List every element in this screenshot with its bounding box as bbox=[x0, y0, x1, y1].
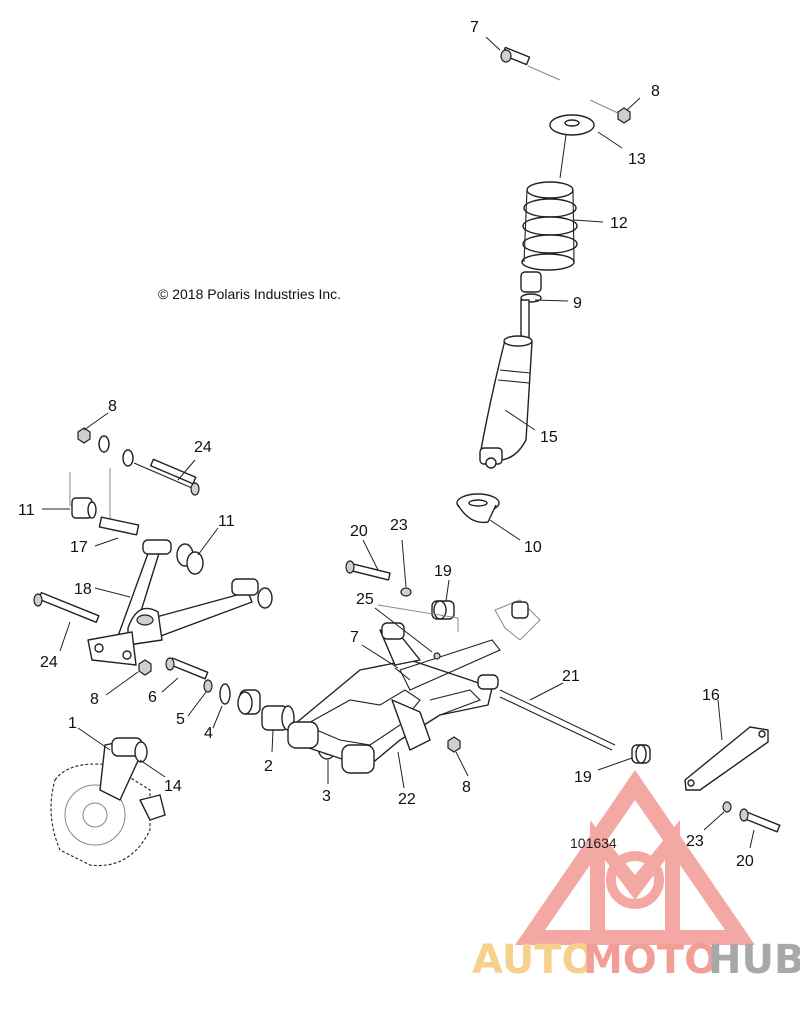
pivot-nut bbox=[203, 679, 213, 693]
grease-fitting bbox=[433, 652, 441, 660]
copyright-notice: © 2018 Polaris Industries Inc. bbox=[158, 286, 341, 302]
upper-arm-nut bbox=[77, 427, 91, 444]
upper-arm-bushing-left bbox=[71, 497, 97, 519]
callout-19-lower: 19 bbox=[574, 769, 592, 786]
callout-8-upper-arm: 8 bbox=[108, 398, 117, 415]
shock-top-bushing bbox=[520, 271, 542, 303]
lower-arm-bolt bbox=[33, 591, 100, 624]
callout-8-lower-arm: 8 bbox=[90, 691, 99, 708]
callout-23-upper: 23 bbox=[390, 517, 408, 534]
frame-bracket bbox=[494, 599, 541, 641]
coil-spring bbox=[521, 181, 578, 271]
trailing-arm-bolt-upper bbox=[345, 560, 391, 581]
callout-20-upper: 20 bbox=[350, 523, 368, 540]
callout-6: 6 bbox=[148, 689, 157, 706]
leader-lines bbox=[42, 36, 755, 849]
callout-20-lower: 20 bbox=[736, 853, 754, 870]
watermark-g-ring bbox=[606, 851, 664, 909]
automotohub-watermark: AUTO MOTO HUB bbox=[472, 770, 800, 983]
callout-4: 4 bbox=[204, 725, 213, 742]
callout-13: 13 bbox=[628, 151, 646, 168]
pivot-washer bbox=[219, 683, 231, 705]
callout-11-right: 11 bbox=[218, 513, 235, 530]
pivot-bolt bbox=[165, 657, 209, 680]
callout-labels: 7 8 13 12 9 15 10 8 24 11 11 17 18 24 8 … bbox=[18, 19, 754, 870]
washer-lower bbox=[722, 801, 732, 813]
callout-8-mid: 8 bbox=[462, 779, 471, 796]
callout-22: 22 bbox=[398, 791, 416, 808]
pivot-bearing bbox=[237, 689, 261, 715]
trailing-arm-nut bbox=[447, 736, 461, 753]
callout-8-top: 8 bbox=[651, 83, 660, 100]
callout-12: 12 bbox=[610, 215, 628, 232]
shield-plate bbox=[684, 726, 769, 791]
callout-3: 3 bbox=[322, 788, 331, 805]
wheel-hub-knuckle bbox=[50, 737, 166, 867]
callout-2: 2 bbox=[264, 758, 273, 775]
watermark-m-shape bbox=[590, 820, 680, 930]
upper-a-arm bbox=[87, 539, 273, 666]
washer-upper bbox=[400, 587, 412, 597]
callout-15: 15 bbox=[540, 429, 558, 446]
callout-19-upper: 19 bbox=[434, 563, 452, 580]
upper-arm-hardware bbox=[33, 427, 273, 676]
callout-23-lower: 23 bbox=[686, 833, 704, 850]
shock-top-bolt bbox=[500, 46, 561, 81]
trailing-arm-bolt-lower bbox=[739, 808, 781, 833]
upper-arm-bolt bbox=[133, 458, 200, 496]
callout-11-left: 11 bbox=[18, 502, 35, 519]
callout-24-upper: 24 bbox=[194, 439, 212, 456]
trailing-arm bbox=[287, 622, 501, 774]
shock-top-nut bbox=[589, 99, 631, 124]
shock-absorber bbox=[479, 299, 533, 469]
callout-7-top: 7 bbox=[470, 19, 479, 36]
pivot-shaft bbox=[499, 689, 616, 751]
callout-5: 5 bbox=[176, 711, 185, 728]
shock-assembly bbox=[456, 46, 631, 524]
callout-16: 16 bbox=[702, 687, 720, 704]
watermark-word-auto: AUTO bbox=[472, 937, 596, 983]
callout-9: 9 bbox=[573, 295, 582, 312]
lower-spring-seat bbox=[456, 493, 500, 524]
watermark-triangle-logo bbox=[515, 770, 755, 945]
callout-25: 25 bbox=[356, 591, 374, 608]
watermark-word-moto: MOTO bbox=[583, 937, 718, 983]
callout-17: 17 bbox=[70, 539, 88, 556]
callout-7-mid: 7 bbox=[350, 629, 359, 646]
frame-bushing-lower bbox=[631, 744, 651, 764]
lower-arm-nut bbox=[138, 659, 152, 676]
callout-18: 18 bbox=[74, 581, 92, 598]
callout-24-lower: 24 bbox=[40, 654, 58, 671]
callout-21: 21 bbox=[562, 668, 580, 685]
watermark-word-hub: HUB bbox=[708, 937, 800, 983]
callout-14: 14 bbox=[164, 778, 182, 795]
callout-10: 10 bbox=[524, 539, 542, 556]
spring-retainer bbox=[549, 114, 595, 136]
pivot-sleeve bbox=[98, 516, 140, 536]
figure-number: 101634 bbox=[570, 835, 617, 851]
callout-1: 1 bbox=[68, 715, 77, 732]
frame-bushing-upper bbox=[431, 600, 455, 620]
watermark-triangle bbox=[515, 770, 755, 945]
